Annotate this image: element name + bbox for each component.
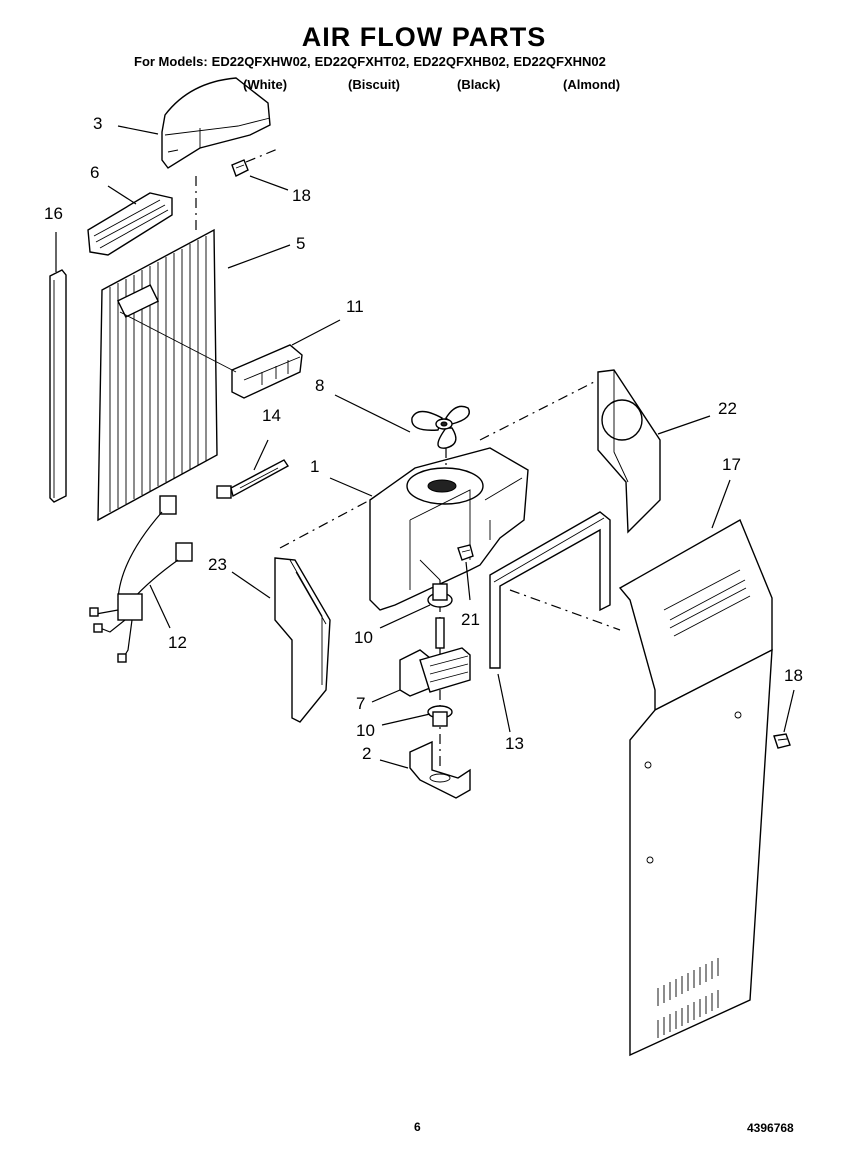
- callout-7: 7: [356, 694, 366, 713]
- model-number-almond: ED22QFXHN02: [513, 54, 606, 69]
- color-label-biscuit: (Biscuit): [348, 77, 400, 92]
- part-number: 4396768: [747, 1121, 794, 1135]
- callout-12: 12: [168, 633, 187, 652]
- part-14-thermistor: [216, 459, 290, 499]
- model-number-white: ED22QFXHW02,: [211, 54, 311, 69]
- callout-3: 3: [93, 114, 103, 133]
- models-line: For Models:ED22QFXHW02,ED22QFXHT02,ED22Q…: [134, 54, 610, 69]
- callout-10-upper: 10: [354, 628, 373, 647]
- callout-2: 2: [362, 744, 372, 763]
- model-number-black: ED22QFXHB02,: [413, 54, 510, 69]
- part-22-side-cover: [479, 369, 661, 534]
- callout-6: 6: [90, 163, 100, 182]
- part-1-fan-housing: [279, 447, 529, 611]
- callout-5: 5: [296, 234, 306, 253]
- part-2-bracket: [409, 740, 471, 799]
- part-17-back-panel: [509, 518, 773, 1057]
- part-13-gasket: [489, 511, 611, 669]
- color-label-black: (Black): [457, 77, 501, 92]
- model-number-biscuit: ED22QFXHT02,: [314, 54, 410, 69]
- models-prefix: For Models:: [134, 54, 208, 69]
- part-6-louver: [87, 192, 173, 256]
- part-5-grille-panel: [97, 176, 218, 522]
- part-16-foam-strip: [49, 269, 67, 503]
- callout-22: 22: [718, 399, 737, 418]
- part-18-screw-top: [231, 147, 281, 177]
- part-3-duct-cover: [161, 77, 271, 169]
- part-11-damper-control: [119, 311, 303, 399]
- callout-11: 11: [346, 297, 364, 316]
- part-8-fan-blade: [411, 405, 470, 470]
- color-label-white: (White): [243, 77, 288, 92]
- callout-13: 13: [505, 734, 524, 753]
- diagram-title: AIR FLOW PARTS: [301, 22, 547, 52]
- callout-10-lower: 10: [356, 721, 375, 740]
- callout-18-right: 18: [784, 666, 803, 685]
- callout-leaders: [55, 125, 795, 769]
- part-23-side-duct: [274, 557, 331, 723]
- part-18-screw-right: [773, 733, 791, 749]
- color-label-almond: (Almond): [563, 77, 621, 92]
- callout-1: 1: [310, 457, 320, 476]
- part-21-screw: [457, 544, 474, 561]
- part-7-motor-assembly: [399, 580, 471, 770]
- callout-8: 8: [315, 376, 325, 395]
- callout-18-top: 18: [292, 186, 311, 205]
- callout-23: 23: [208, 555, 227, 574]
- callout-21: 21: [461, 610, 480, 629]
- part-12-wire-harness: [89, 495, 193, 663]
- callout-16: 16: [44, 204, 63, 223]
- page-number: 6: [414, 1120, 421, 1134]
- callout-17: 17: [722, 455, 741, 474]
- callout-14: 14: [262, 406, 281, 425]
